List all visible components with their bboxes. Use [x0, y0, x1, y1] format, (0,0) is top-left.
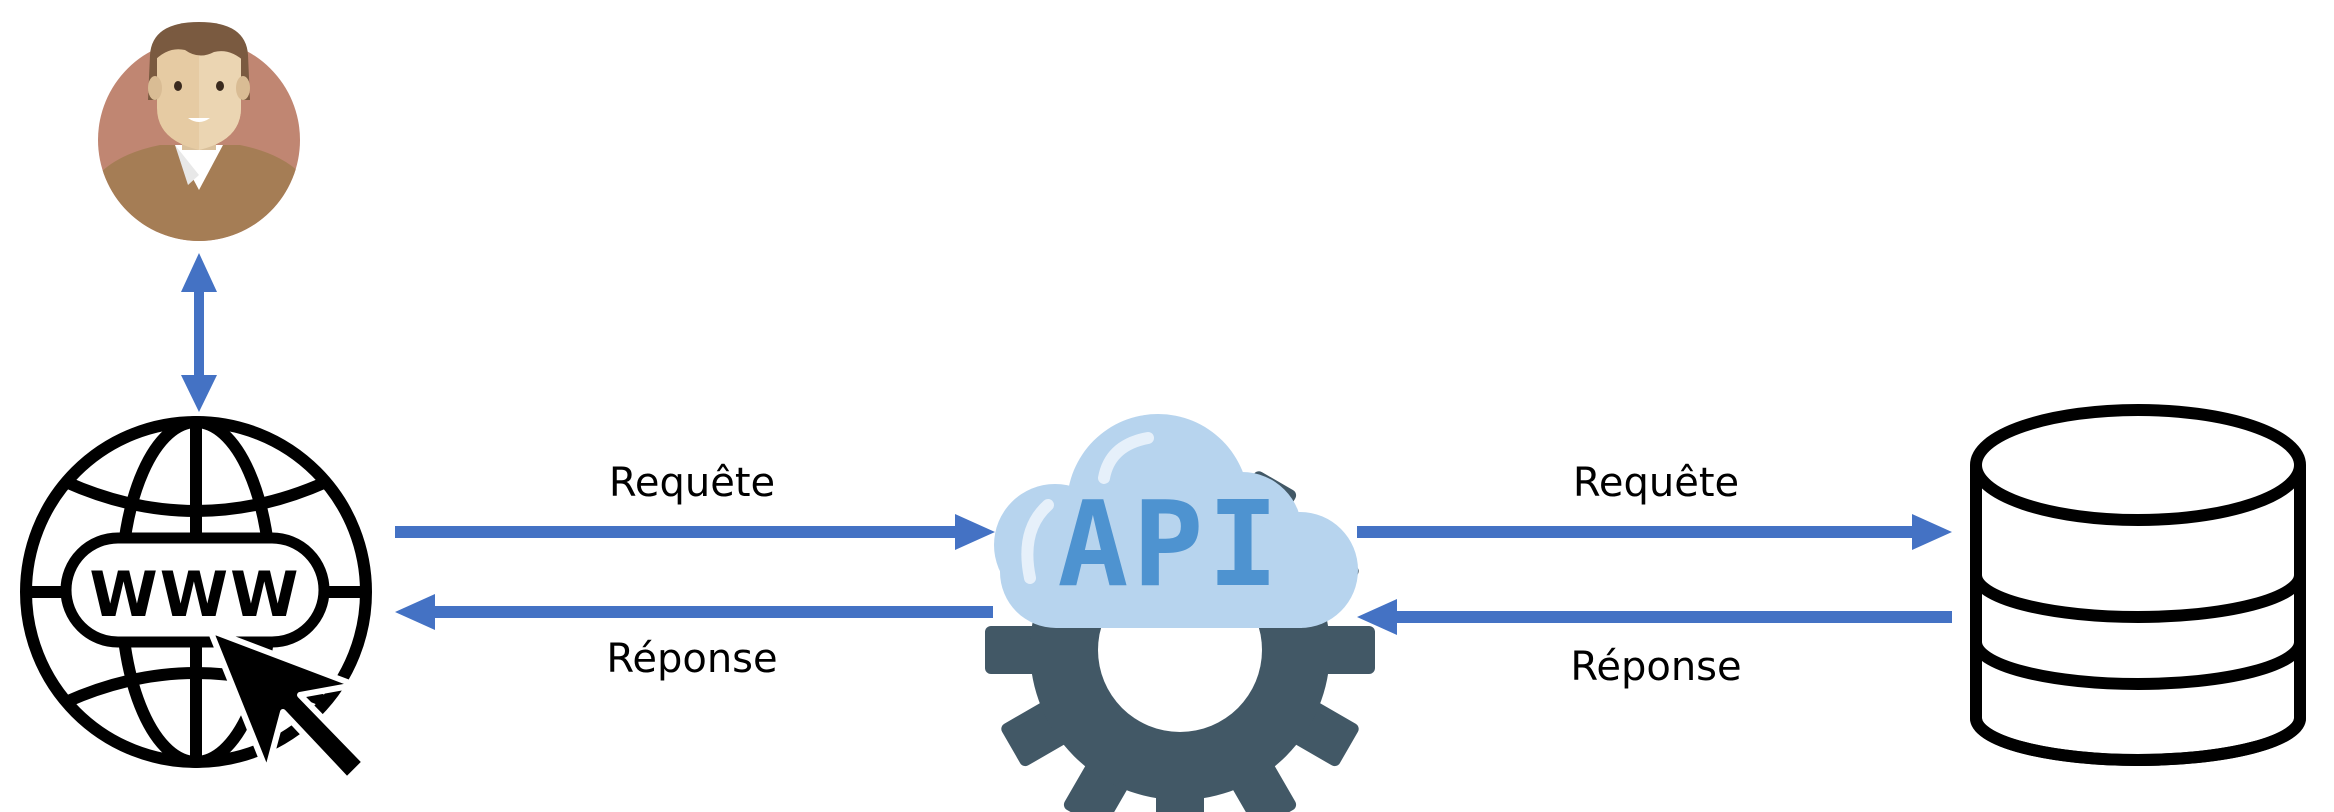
user-avatar-icon — [98, 22, 300, 241]
www-text: WWW — [89, 558, 300, 631]
vertical-double-arrow — [181, 253, 217, 412]
api-to-db-request-arrow — [1357, 514, 1952, 550]
db-to-api-response-arrow — [1357, 599, 1952, 635]
cloud-shape — [994, 414, 1358, 628]
mouse-cursor-icon — [207, 627, 368, 783]
client-to-api-request-arrow — [395, 514, 995, 550]
api-db-response-label: Réponse — [1570, 644, 1741, 690]
database-icon — [1970, 404, 2306, 766]
api-to-client-response-arrow — [395, 594, 993, 630]
client-api-request-label: Requête — [609, 460, 775, 506]
cloud-gear-icon: API — [985, 414, 1375, 812]
api-text: API — [1057, 475, 1282, 613]
api-db-request-label: Requête — [1573, 460, 1739, 506]
client-api-response-label: Réponse — [606, 636, 777, 682]
www-globe-icon: WWW — [20, 416, 372, 768]
